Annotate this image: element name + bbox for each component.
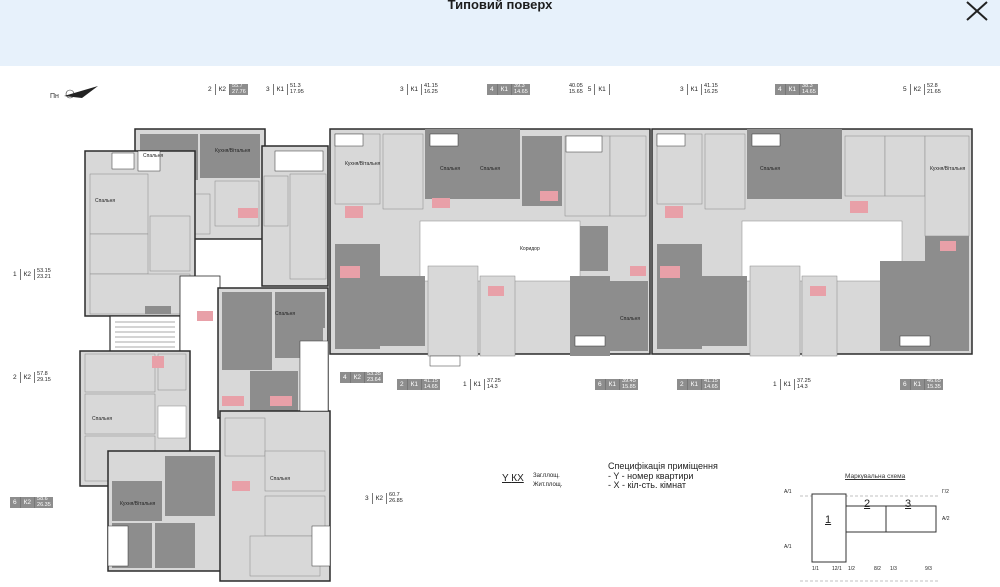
legend-key: Y КХ Заг.площ.Жит.площ. (499, 471, 573, 491)
room-label: Спальня (480, 166, 501, 172)
close-button[interactable] (962, 0, 992, 24)
specification-text: Специфікація приміщення - Y - номер квар… (608, 461, 718, 490)
section-3 (651, 128, 973, 357)
room-label: Спальня (92, 416, 113, 422)
room-label: Спальня (270, 476, 291, 482)
left-wing (79, 128, 331, 582)
page-title: Типовий поверх (447, 0, 553, 12)
axis-label: 8/2 (874, 566, 881, 572)
axis-label: 12/1 (832, 566, 842, 572)
scheme-title: Маркувальна схема (845, 473, 906, 480)
scheme-section-2[interactable]: 2 (864, 498, 871, 510)
axis-label: 1/1 (812, 566, 819, 572)
marking-scheme (800, 493, 940, 582)
axis-label: A/2 (942, 516, 950, 522)
room-label: Кухня/Вітальня (120, 501, 156, 507)
room-label: Спальня (143, 153, 164, 159)
axis-label: 1/2 (848, 566, 855, 572)
scheme-section-1[interactable]: 1 (825, 514, 832, 526)
room-label: Кухня/Вітальня (345, 161, 381, 167)
svg-text:Пн: Пн (50, 93, 59, 100)
axis-label: 1/3 (890, 566, 897, 572)
axis-label: A/1 (784, 544, 792, 550)
close-icon (966, 1, 988, 21)
room-label: Спальня (760, 166, 781, 172)
room-label: Кухня/Вітальня (215, 148, 251, 154)
floor-plan-sheet: Пн (0, 66, 1000, 587)
axis-label: A/1 (784, 489, 792, 495)
room-label: Спальня (275, 311, 296, 317)
dialog-header: Типовий поверх (0, 0, 1000, 66)
north-arrow-icon: Пн (50, 86, 98, 100)
room-label: Спальня (440, 166, 461, 172)
axis-label: Г/2 (942, 489, 949, 495)
legend-labels: Заг.площ.Жит.площ. (533, 473, 563, 488)
room-label: Коридор (520, 246, 540, 252)
room-label: Кухня/Вітальня (930, 166, 966, 172)
room-label: Спальня (95, 198, 116, 204)
axis-label: 9/3 (925, 566, 932, 572)
scheme-section-3[interactable]: 3 (905, 498, 912, 510)
legend-y: Y КХ (502, 473, 524, 484)
section-2 (329, 128, 651, 367)
room-label: Спальня (620, 316, 641, 322)
floor-plan-drawing: Пн (50, 86, 973, 582)
